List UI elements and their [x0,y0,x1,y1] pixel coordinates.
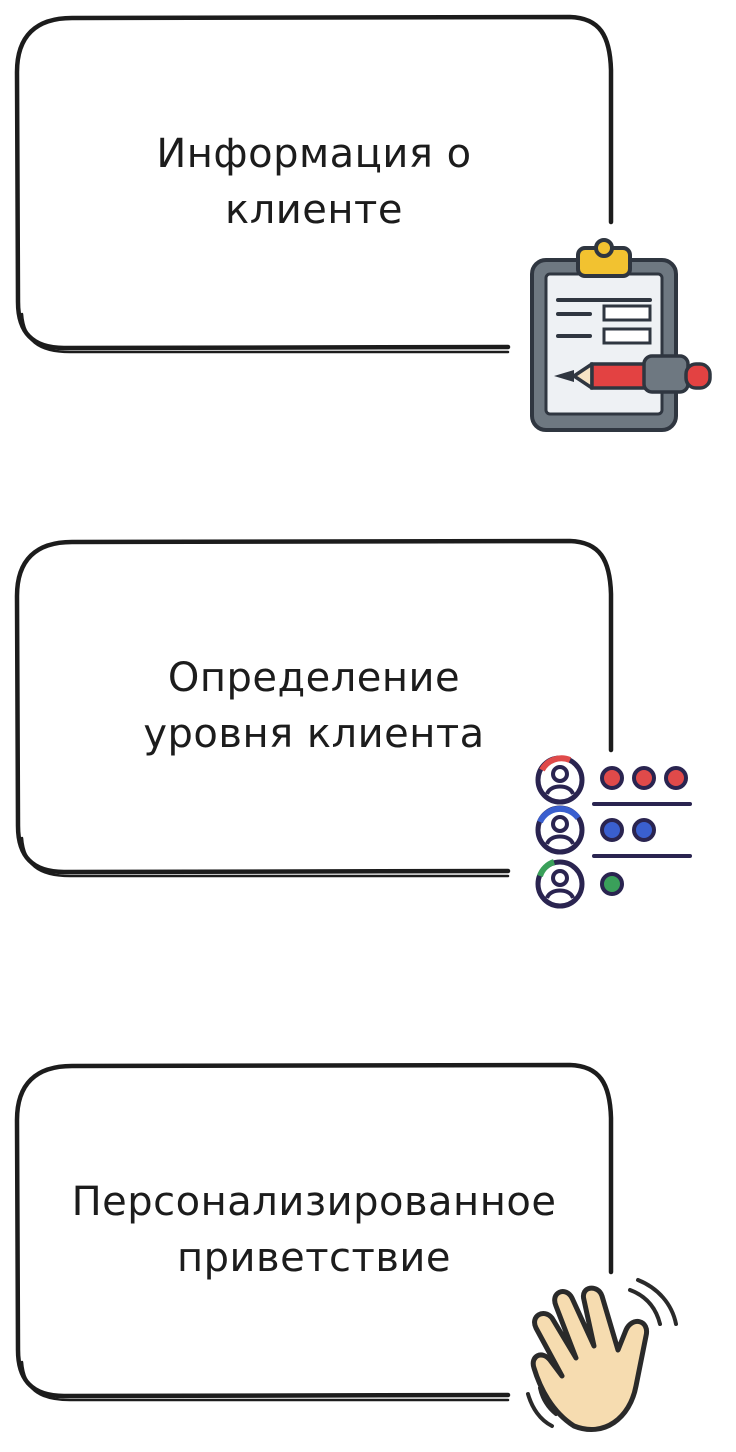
card-title-line-1: Определение [167,655,461,701]
card-frame [14,538,614,878]
card-personal-greeting: Персонализированное приветствие [14,1062,614,1402]
card-frame [14,1062,614,1402]
card-client-info: Информация о клиенте [14,14,614,354]
card-title-line-2: клиенте [225,187,403,233]
card-title-line-1: Персонализированное [71,1179,557,1225]
card-title-line-2: уровня клиента [143,711,485,757]
customer-tiers-icon [532,752,696,914]
card-label: Персонализированное приветствие [34,1062,594,1398]
card-label: Информация о клиенте [34,14,594,350]
waving-hand-icon [522,1276,684,1438]
card-title-line-1: Информация о [156,131,472,177]
card-frame [14,14,614,354]
card-label: Определение уровня клиента [34,538,594,874]
card-title-line-2: приветствие [177,1235,451,1281]
clipboard-pen-icon [526,236,718,436]
card-client-level: Определение уровня клиента [14,538,614,878]
